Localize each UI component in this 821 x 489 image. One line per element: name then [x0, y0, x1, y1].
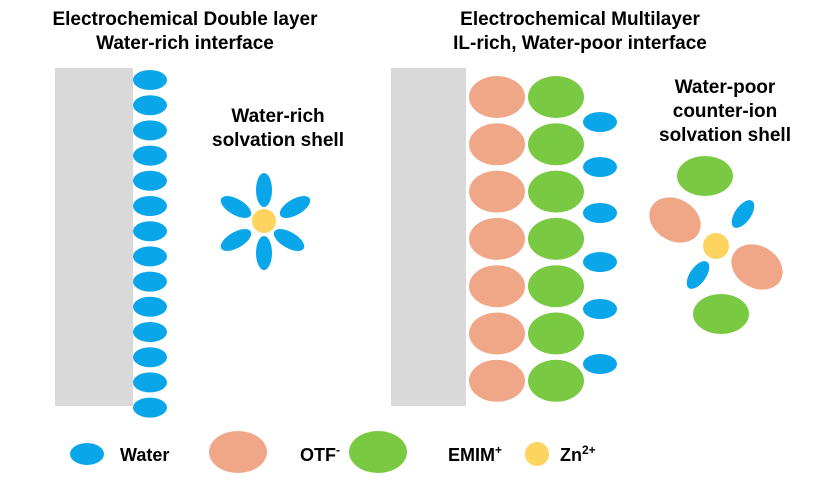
- legend-otf-label: OTF-: [300, 444, 340, 466]
- water-molecule: [133, 221, 167, 242]
- water-molecule: [583, 252, 617, 272]
- water-poor-solvation-shell: [649, 156, 783, 334]
- legend-emim-icon: [349, 431, 407, 473]
- right-title-line2: IL-rich, Water-poor interface: [453, 33, 707, 54]
- left-panel-title: Electrochemical Double layer Water-rich …: [20, 8, 350, 56]
- water-molecule: [220, 196, 252, 218]
- emim-cation: [528, 123, 584, 166]
- water-molecule: [133, 296, 167, 317]
- legend-zn-charge: 2+: [582, 443, 596, 457]
- water-poor-label-line2: counter-ion: [672, 101, 778, 122]
- emim-cation: [528, 312, 584, 355]
- water-molecule: [133, 372, 167, 393]
- legend-emim-text: EMIM: [448, 445, 495, 465]
- otf-anion: [469, 217, 525, 260]
- water-poor-shell-label: Water-poor counter-ion solvation shell: [635, 76, 815, 148]
- right-title-line1: Electrochemical Multilayer: [460, 9, 700, 30]
- multilayer-ions: [469, 76, 617, 402]
- water-molecule: [686, 261, 710, 289]
- otf-anion: [469, 312, 525, 355]
- water-rich-shell-label: Water-rich solvation shell: [188, 105, 368, 153]
- water-molecule: [256, 236, 272, 270]
- right-electrode: [391, 68, 466, 406]
- water-molecule: [133, 347, 167, 368]
- emim-cation: [528, 359, 584, 402]
- left-electrode: [55, 68, 133, 406]
- legend-otf-text: OTF: [300, 445, 336, 465]
- water-rich-label-line2: solvation shell: [212, 130, 344, 151]
- water-molecule: [583, 203, 617, 223]
- water-molecule: [279, 196, 311, 218]
- legend-zn-icon: [525, 442, 549, 466]
- emim-cation: [528, 265, 584, 308]
- water-molecule: [583, 299, 617, 319]
- water-molecule: [220, 229, 252, 251]
- legend: [70, 431, 549, 473]
- left-title-line2: Water-rich interface: [96, 33, 274, 54]
- water-molecule: [133, 120, 167, 141]
- water-rich-label-line1: Water-rich: [231, 106, 325, 127]
- water-poor-label-line1: Water-poor: [674, 77, 776, 98]
- water-molecule: [256, 173, 272, 207]
- water-molecule: [133, 322, 167, 342]
- emim-cation: [528, 217, 584, 260]
- otf-anion: [469, 170, 525, 213]
- left-water-layer: [133, 70, 167, 418]
- water-molecule: [583, 354, 617, 374]
- water-molecule: [133, 397, 167, 418]
- legend-emim-label: EMIM+: [448, 444, 502, 466]
- otf-anion: [469, 265, 525, 308]
- emim-cation: [528, 76, 584, 118]
- otf-anion: [649, 197, 701, 243]
- legend-otf-charge: -: [336, 443, 340, 457]
- water-molecule: [583, 112, 617, 132]
- legend-emim-charge: +: [495, 443, 503, 457]
- zn-ion: [252, 209, 276, 233]
- water-molecule: [133, 95, 167, 116]
- left-title-line1: Electrochemical Double layer: [52, 9, 318, 30]
- otf-anion: [469, 76, 525, 118]
- water-molecule: [133, 170, 167, 191]
- legend-zn-label: Zn2+: [560, 444, 596, 466]
- water-molecule: [133, 271, 167, 292]
- water-molecule: [133, 246, 167, 267]
- right-panel-title: Electrochemical Multilayer IL-rich, Wate…: [395, 8, 765, 56]
- emim-cation: [528, 170, 584, 213]
- otf-anion: [731, 244, 783, 290]
- water-rich-solvation-shell: [220, 173, 311, 270]
- legend-otf-icon: [209, 431, 267, 473]
- water-molecule: [731, 200, 755, 228]
- legend-zn-text: Zn: [560, 445, 582, 465]
- otf-anion: [469, 123, 525, 166]
- water-molecule: [583, 157, 617, 177]
- emim-cation: [677, 156, 733, 196]
- legend-water-label: Water: [120, 445, 170, 465]
- emim-cation: [693, 294, 749, 334]
- water-molecule: [273, 229, 305, 251]
- otf-anion: [469, 359, 525, 402]
- water-molecule: [133, 70, 167, 90]
- water-poor-label-line3: solvation shell: [659, 125, 791, 146]
- water-molecule: [133, 145, 167, 166]
- legend-water-icon: [70, 443, 104, 465]
- zn-ion: [703, 233, 729, 259]
- water-molecule: [133, 196, 167, 216]
